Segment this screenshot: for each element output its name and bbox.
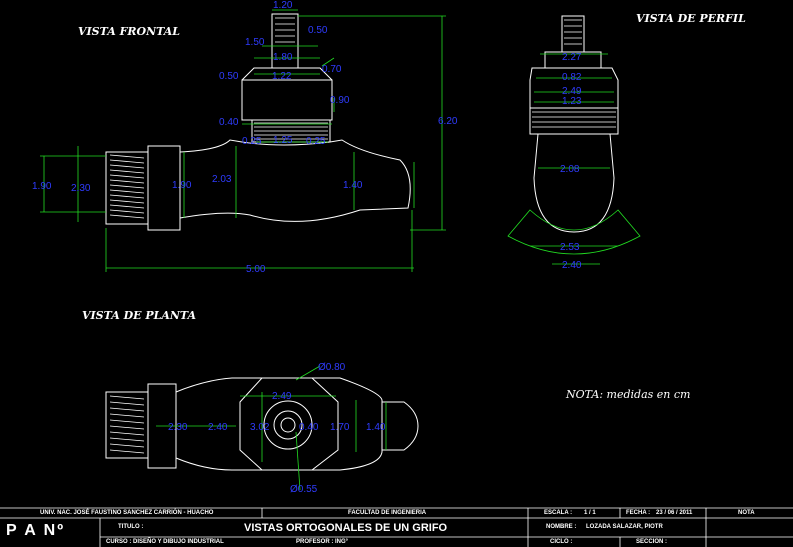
front-dimension-value: 2.30 xyxy=(71,183,91,194)
section-label: SECCION : xyxy=(636,539,668,545)
plan-body xyxy=(175,377,383,471)
date-value: 23 / 06 / 2011 xyxy=(656,510,693,516)
profile-dimension-value: 2.53 xyxy=(560,242,580,253)
front-dimension-value: 0.25 xyxy=(306,136,326,147)
profile-view xyxy=(529,15,619,233)
front-dimension-value: 1.80 xyxy=(273,52,293,63)
plan-hex-bonnet xyxy=(239,377,339,471)
front-dimension-value: 1.25 xyxy=(273,135,293,146)
plan-dimension-value: 2.40 xyxy=(208,422,228,433)
drawing-title: VISTAS ORTOGONALES DE UN GRIFO xyxy=(244,522,448,534)
profile-dimension-value: 2.08 xyxy=(560,164,580,175)
front-dimension-value: 1.90 xyxy=(32,181,52,192)
profile-body xyxy=(533,133,615,233)
front-dimension-value: 0.70 xyxy=(322,64,342,75)
front-dimension-value: 6.20 xyxy=(438,116,458,127)
plan-number: P A Nº xyxy=(6,522,66,539)
front-dimension-value: 1.22 xyxy=(272,71,292,82)
dimension-lines xyxy=(40,9,641,491)
front-dimension-value: 0.25 xyxy=(242,136,262,147)
front-stem xyxy=(271,13,299,69)
profile-dimension-value: 2.27 xyxy=(562,52,582,63)
plan-dimension-value: 3.02 xyxy=(250,422,270,433)
front-dimension-value: 2.03 xyxy=(212,174,232,185)
faculty-label: FACULTAD DE INGENIERIA xyxy=(348,510,427,516)
university-label: UNIV. NAC. JOSÉ FAUSTINO SANCHEZ CARRIÓN… xyxy=(40,510,214,516)
plan-dimension-value: 1.40 xyxy=(366,422,386,433)
plan-dimension-value: 0.40 xyxy=(299,422,319,433)
cycle-label: CICLO : xyxy=(550,539,573,545)
profile-dimension-value: 2.40 xyxy=(562,260,582,271)
course-label: CURSO : DISEÑO Y DIBUJO INDUSTRIAL xyxy=(106,539,224,545)
front-body xyxy=(179,139,411,222)
front-dimension-value: 1.40 xyxy=(343,180,363,191)
date-label: FECHA : xyxy=(626,510,651,516)
profile-dimension-value: 0.82 xyxy=(562,72,582,83)
plan-dimension-value: Ø0.80 xyxy=(318,362,346,373)
front-dimension-value: 0.50 xyxy=(308,25,328,36)
front-bonnet xyxy=(241,79,333,121)
plan-outer-circle xyxy=(263,400,313,450)
scale-value: 1 / 1 xyxy=(584,510,596,516)
front-dimension-value: 1.20 xyxy=(273,0,293,11)
plan-dimension-value: 2.49 xyxy=(272,391,292,402)
name-value: LOZADA SALAZAR, PIOTR xyxy=(586,524,663,530)
profile-stem xyxy=(561,15,585,53)
front-dimension-value: 1.90 xyxy=(172,180,192,191)
title-block-grid xyxy=(0,507,793,547)
profile-dimension-value: 2.49 xyxy=(562,86,582,97)
plan-view-title: VISTA DE PLANTA xyxy=(82,309,197,322)
front-dimension-value: 1.50 xyxy=(245,37,265,48)
dimension-values: 1.20 0.50 1.50 1.80 0.50 1.22 0.70 0.90 … xyxy=(32,0,582,495)
professor-label: PROFESOR : ING° xyxy=(296,539,349,545)
front-dimension-value: 5.00 xyxy=(246,264,266,275)
plan-view xyxy=(105,377,419,471)
plan-dimension-value: 2.30 xyxy=(168,422,188,433)
scale-label: ESCALA : xyxy=(544,510,573,516)
front-dimension-value: 0.40 xyxy=(219,117,239,128)
front-view-title: VISTA FRONTAL xyxy=(78,25,181,38)
plan-dimension-value: 1.70 xyxy=(330,422,350,433)
title-label: TITULO : xyxy=(118,524,144,530)
profile-view-title: VISTA DE PERFIL xyxy=(636,12,746,25)
front-dimension-value: 0.50 xyxy=(219,71,239,82)
profile-dimension-value: 1.23 xyxy=(562,96,582,107)
front-dimension-value: 0.90 xyxy=(330,95,350,106)
name-label: NOMBRE : xyxy=(546,524,577,530)
plan-dimension-value: Ø0.55 xyxy=(290,484,318,495)
plan-spout xyxy=(382,401,419,451)
note-column-label: NOTA xyxy=(738,510,755,516)
note-text: NOTA: medidas en cm xyxy=(566,388,691,401)
